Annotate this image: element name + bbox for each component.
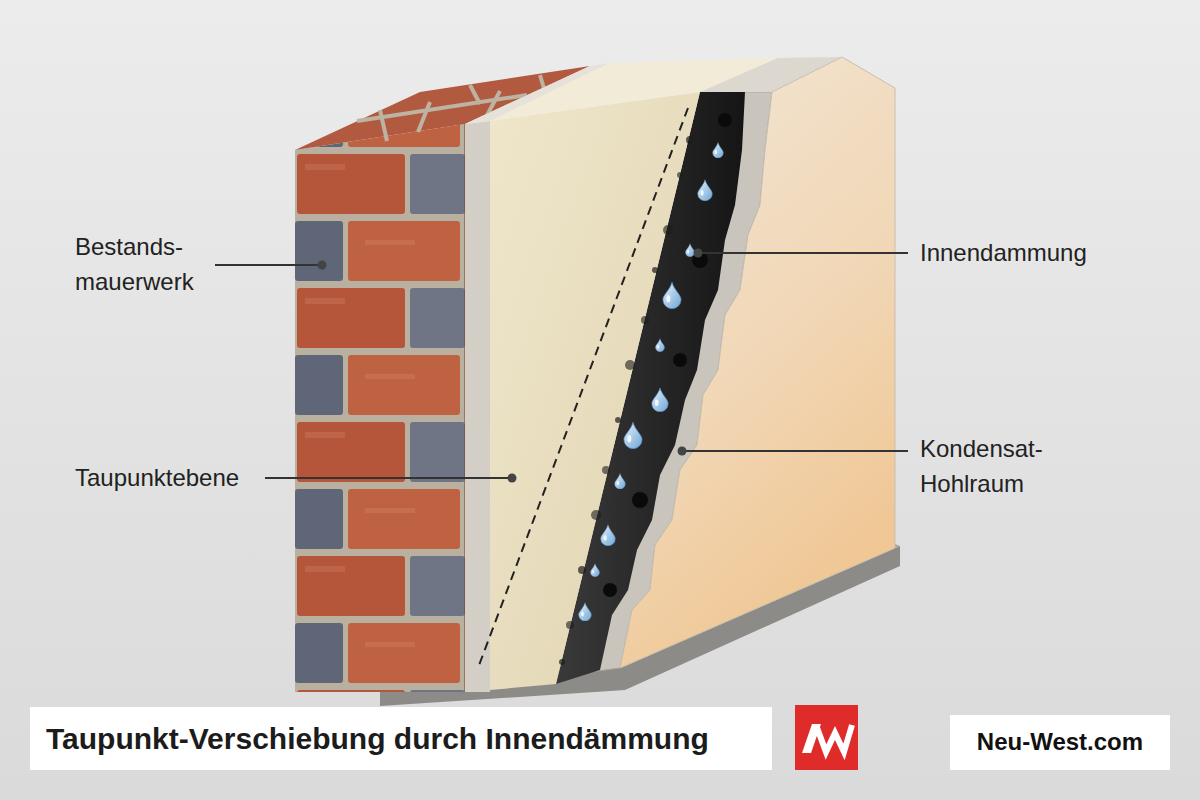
water-drop — [685, 244, 694, 257]
mortar-line — [470, 85, 480, 104]
water-drop — [615, 474, 626, 489]
label-holder: Bestands- mauerwerk — [75, 230, 215, 300]
leader-dot — [678, 447, 687, 456]
water-drop — [590, 564, 599, 577]
leader-lines — [215, 253, 908, 478]
callout-label: Kondensat- Hohlraum — [920, 435, 1043, 497]
leader-dot — [508, 474, 517, 483]
mould-spot — [602, 466, 610, 474]
url-box: Neu-West.com — [950, 715, 1170, 770]
leader-line — [265, 477, 512, 479]
logo-w — [816, 725, 852, 752]
interior-plaster-face — [620, 57, 895, 668]
mould-spot — [663, 225, 673, 235]
mould-spot — [603, 583, 617, 597]
leader-line — [682, 450, 908, 452]
water-drop — [652, 388, 668, 412]
mould-spot — [559, 659, 565, 665]
water-drop — [663, 282, 681, 308]
callout-label: Taupunktebene — [75, 464, 239, 491]
leader-line — [698, 252, 908, 254]
water-drop — [601, 525, 616, 546]
mould-spot — [673, 353, 687, 367]
mould-spot — [677, 172, 683, 178]
leader-dots — [318, 249, 703, 483]
water-drop — [655, 339, 664, 352]
mortar-line — [380, 110, 387, 141]
mould-spot — [578, 566, 586, 574]
mould-spot — [625, 360, 635, 370]
mould-spot — [686, 136, 694, 144]
water-drop — [624, 422, 642, 448]
site-url: Neu-West.com — [977, 725, 1143, 760]
label-holder: Innendammung — [920, 236, 1087, 271]
water-drop — [698, 180, 713, 201]
callout-label: Bestands- mauerwerk — [75, 233, 194, 295]
mould-spot — [652, 267, 658, 273]
leader-line — [215, 264, 322, 266]
callout-label: Innendammung — [920, 239, 1087, 266]
logo-square — [795, 705, 858, 770]
mould-spot — [632, 492, 648, 508]
title: Taupunkt-Verschiebung durch Innendämmung — [46, 722, 709, 756]
label-holder: Taupunktebene — [75, 461, 239, 496]
water-drop — [713, 143, 724, 158]
leader-dot — [318, 261, 327, 270]
water-drop — [579, 603, 592, 621]
mould-spot — [641, 316, 649, 324]
mortar-line — [418, 102, 430, 132]
mould-spot — [591, 510, 601, 520]
title-box: Taupunkt-Verschiebung durch Innendämmung — [30, 707, 772, 770]
mould-spot — [718, 113, 732, 127]
plaster-layer — [465, 121, 490, 692]
mould-spot — [566, 621, 574, 629]
brick-face — [295, 124, 465, 692]
leader-dot — [694, 249, 703, 258]
mould-spot — [615, 417, 621, 423]
label-holder: Kondensat- Hohlraum — [920, 432, 1060, 502]
dew-point-line — [478, 108, 688, 668]
